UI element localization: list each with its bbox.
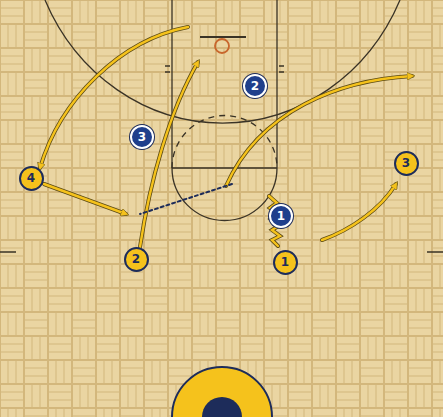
court-lines [0, 0, 443, 252]
offense-player: 4 [19, 166, 44, 191]
player-number: 1 [277, 210, 285, 222]
player-number: 1 [281, 256, 289, 268]
center-logo [202, 397, 242, 417]
basket-rim [215, 39, 229, 53]
player-number: 4 [27, 172, 35, 184]
defense-player: 3 [130, 125, 154, 149]
player-number: 2 [132, 253, 140, 265]
offense-player: 1 [273, 250, 298, 275]
player-number: 3 [402, 157, 410, 169]
defense-player: 1 [269, 204, 293, 228]
player-number: 3 [138, 131, 146, 143]
player-number: 2 [251, 80, 259, 92]
play-arrows [40, 27, 412, 247]
center-circle [172, 367, 272, 417]
offense-player: 2 [124, 247, 149, 272]
defense-player: 2 [243, 74, 267, 98]
offense-player: 3 [394, 151, 419, 176]
